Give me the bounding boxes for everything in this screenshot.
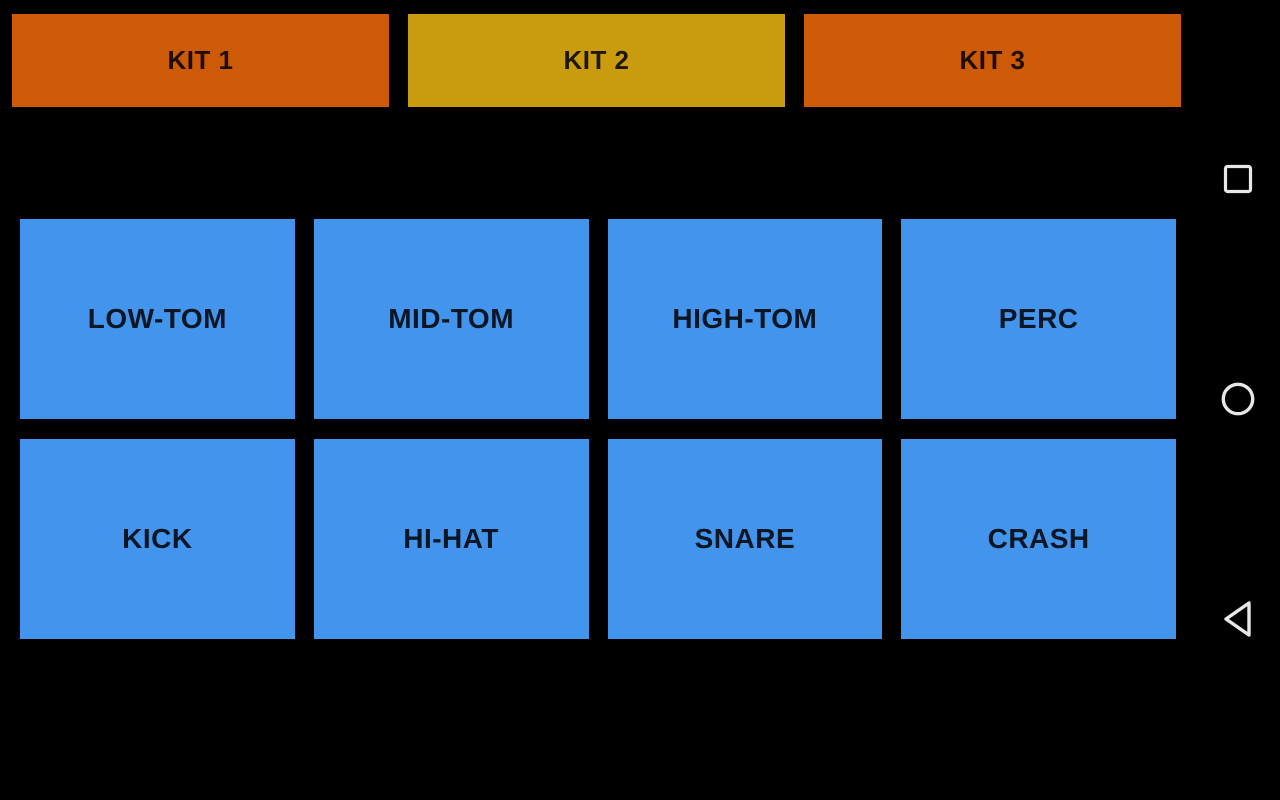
back-button[interactable]: [1196, 577, 1280, 661]
drum-pad-grid: LOW-TOM MID-TOM HIGH-TOM PERC KICK HI-HA…: [20, 219, 1176, 639]
android-nav-bar: [1196, 0, 1280, 800]
pad-kick[interactable]: KICK: [20, 439, 295, 639]
home-button[interactable]: [1196, 357, 1280, 441]
pad-hi-hat[interactable]: HI-HAT: [313, 439, 589, 639]
kit-3-button[interactable]: KIT 3: [804, 14, 1181, 107]
pad-low-tom[interactable]: LOW-TOM: [20, 219, 295, 419]
home-circle-icon: [1220, 381, 1256, 417]
pad-perc[interactable]: PERC: [901, 219, 1176, 419]
kit-2-button[interactable]: KIT 2: [408, 14, 785, 107]
pad-crash[interactable]: CRASH: [901, 439, 1176, 639]
pad-high-tom[interactable]: HIGH-TOM: [607, 219, 883, 419]
recent-apps-button[interactable]: [1196, 137, 1280, 221]
kit-1-button[interactable]: KIT 1: [12, 14, 389, 107]
back-triangle-icon: [1221, 598, 1255, 640]
pad-mid-tom[interactable]: MID-TOM: [313, 219, 589, 419]
kit-selector-bar: KIT 1 KIT 2 KIT 3: [12, 14, 1181, 107]
pad-snare[interactable]: SNARE: [607, 439, 883, 639]
recent-apps-square-icon: [1222, 163, 1254, 195]
